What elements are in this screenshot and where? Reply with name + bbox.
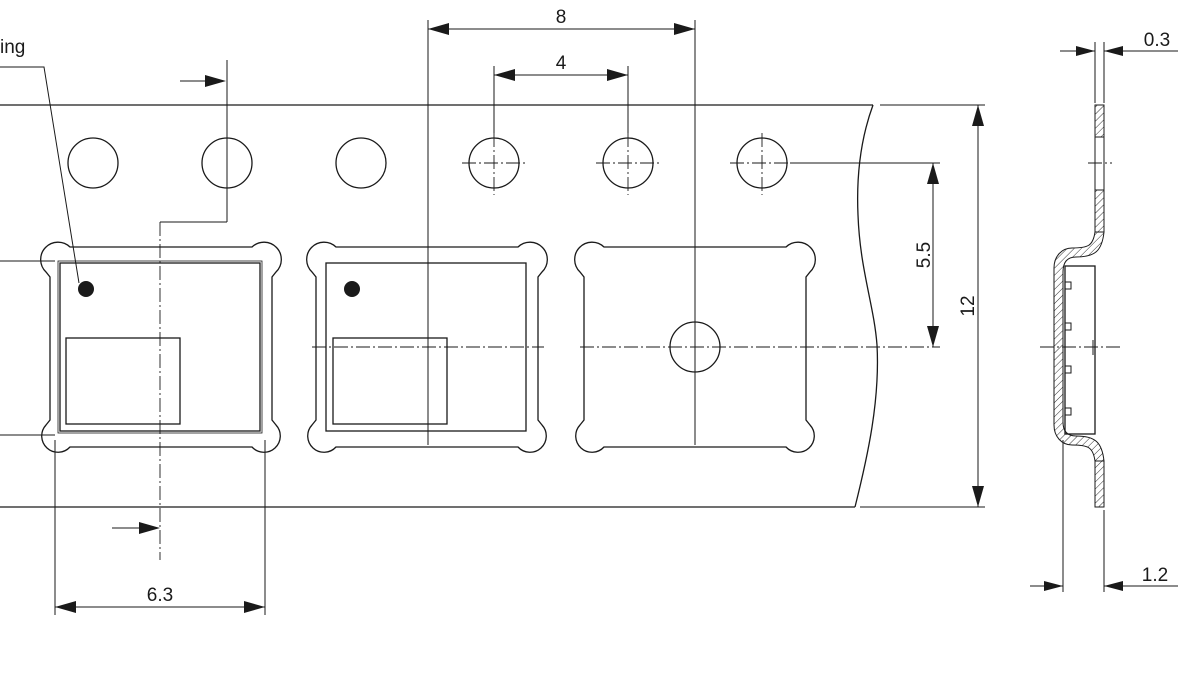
pin1-marking-dot (78, 281, 94, 297)
component-side (1064, 265, 1096, 435)
pocket-1 (40, 241, 282, 453)
marking-label: ing (0, 37, 25, 58)
dim-0-3-label: 0.3 (1144, 30, 1170, 51)
sprocket-hole (335, 137, 387, 189)
dim-12-label: 12 (958, 295, 979, 316)
dim-pocket-width: 6.3 (54, 440, 266, 615)
pin1-marking-dot (344, 281, 360, 297)
dim-pocket-depth: 1.2 (1030, 440, 1178, 592)
dim-1-2-label: 1.2 (1142, 565, 1168, 586)
marking-leader: ing (0, 37, 80, 436)
dim-tape-thickness: 0.3 (1060, 30, 1178, 103)
dim-hole-pitch: 4 (493, 53, 629, 133)
dim-6-3-label: 6.3 (147, 585, 173, 606)
pocket-2 (306, 241, 548, 453)
component-body (65, 337, 181, 425)
sprocket-hole (67, 137, 119, 189)
tape-body (0, 104, 985, 508)
dim-8-label: 8 (556, 7, 567, 28)
dim-4-label: 4 (556, 53, 567, 74)
tape-cross-section (1040, 104, 1120, 508)
offset-leader (112, 60, 228, 560)
dim-pocket-pitch: 8 (427, 7, 696, 445)
dim-hole-to-pocket: 5.5 (790, 162, 940, 347)
dim-5-5-label: 5.5 (914, 242, 935, 268)
pocket-3 (574, 241, 940, 453)
component-body (332, 337, 448, 425)
sprocket-holes (67, 133, 794, 195)
dim-tape-width: 12 (958, 105, 984, 507)
